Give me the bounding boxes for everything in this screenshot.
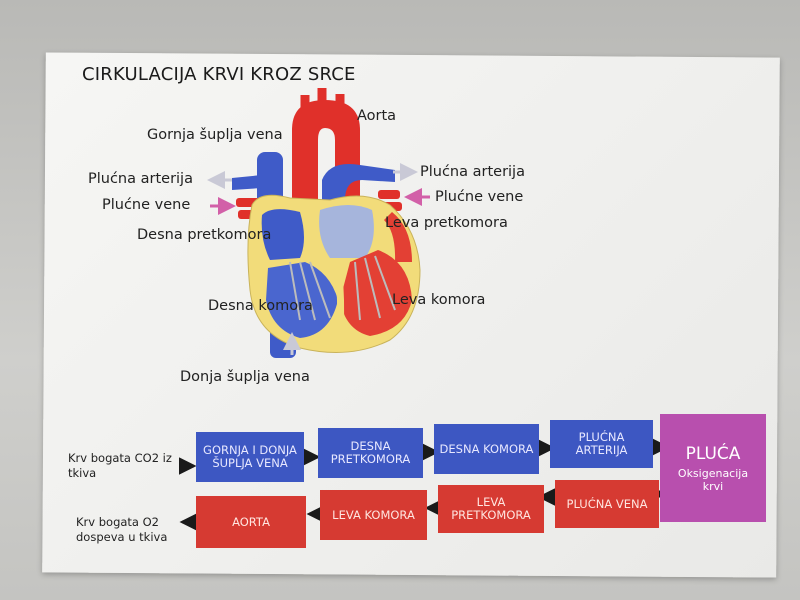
flow-box-plucna-vena: PLUĆNA VENA <box>555 480 659 528</box>
label-donja-vena: Donja šuplja vena <box>180 369 310 385</box>
pluca-title: PLUĆA <box>685 443 741 464</box>
flow-end-note: Krv bogata O2 dospeva u tkiva <box>76 515 168 544</box>
left-ventricle-shape <box>340 250 412 336</box>
label-aorta: Aorta <box>357 108 397 124</box>
label-plucna-arterija-right: Plućna arterija <box>420 164 525 180</box>
label-leva-komora: Leva komora <box>392 292 486 308</box>
septum <box>334 259 345 341</box>
flow-box-leva-pretkomora: LEVA PRETKOMORA <box>438 485 544 533</box>
label-gornja-vena: Gornja šuplja vena <box>147 127 283 143</box>
flow-box-leva-komora: LEVA KOMORA <box>320 490 427 540</box>
label-desna-pretkomora: Desna pretkomora <box>137 227 272 243</box>
left-atrium-wall <box>384 212 412 262</box>
flow-box-vena-cava: GORNJA I DONJA ŠUPLJA VENA <box>196 432 304 482</box>
pulmonary-artery-left-shape <box>232 175 262 190</box>
label-leva-pretkomora: Leva pretkomora <box>385 215 508 231</box>
label-plucne-vene-right: Plućne vene <box>435 189 524 205</box>
right-atrium-shape <box>261 209 304 260</box>
flow-box-pluca: PLUĆA Oksigenacija krvi <box>660 414 766 522</box>
chordae-tendineae <box>289 255 396 321</box>
flow-box-plucna-arterija: PLUĆNA ARTERIJA <box>550 420 653 468</box>
pluca-subtitle: Oksigenacija krvi <box>677 466 749 493</box>
pulmonary-vein-right-1 <box>378 190 400 199</box>
label-plucne-vene-left: Plućne vene <box>102 197 191 213</box>
poster-title: CIRKULACIJA KRVI KROZ SRCE <box>82 64 356 85</box>
flow-box-aorta: AORTA <box>196 496 306 548</box>
flow-start-note: Krv bogata CO2 iz tkiva <box>68 451 172 480</box>
left-atrium-shape <box>319 205 374 258</box>
label-desna-komora: Desna komora <box>208 298 313 314</box>
label-plucna-arterija-left: Plućna arterija <box>88 171 193 187</box>
flow-box-desna-pretkomora: DESNA PRETKOMORA <box>318 428 423 478</box>
right-ventricle-shape <box>266 262 338 338</box>
aorta-branches <box>300 88 345 110</box>
flow-box-desna-komora: DESNA KOMORA <box>434 424 539 474</box>
